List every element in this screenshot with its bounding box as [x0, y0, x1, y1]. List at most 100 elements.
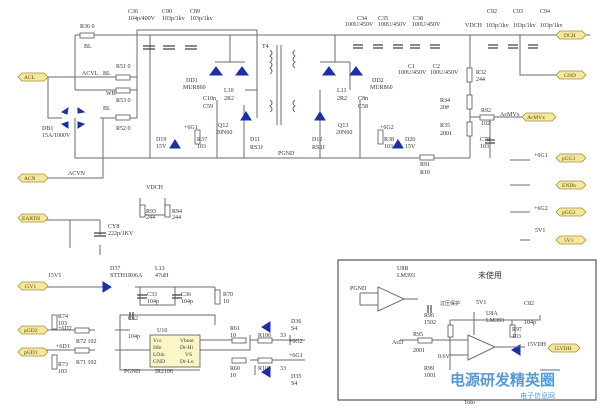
label-vdch2: VDCH	[465, 23, 483, 29]
port-pgd1[interactable]: pGD1	[17, 347, 49, 357]
label-q13: Q13	[338, 123, 348, 129]
label-r35: R35	[440, 123, 450, 129]
port-acn[interactable]: ACN	[17, 173, 49, 183]
capacitors	[94, 44, 538, 320]
transformer-t4	[269, 45, 296, 125]
label-pgnd2: PGND	[124, 369, 141, 375]
ports: ACL ACN EARTH 15V1 pGD2 pGD1 DCH GND AcM…	[17, 30, 587, 357]
label-c94v: 103p/1kv	[540, 23, 563, 29]
label-q13v: 20N60	[336, 130, 352, 136]
label-c90v: 103p/1kv	[162, 16, 185, 22]
label-c58: C8n	[358, 96, 368, 102]
label-d12: D12	[312, 137, 322, 143]
label-c59: C10n	[203, 96, 216, 102]
label-l10v: 2R2	[224, 96, 234, 102]
label-d20v: 15V	[405, 144, 416, 150]
label-d37v: STTH1R06A	[110, 273, 143, 279]
label-r91: R91	[420, 162, 430, 168]
port-5v1[interactable]: 5V1	[555, 235, 587, 245]
label-u10v: IR2106	[155, 369, 173, 375]
label-r97: R97	[512, 327, 522, 333]
label-r60: R60	[230, 366, 240, 372]
label-r71: R71 102	[76, 360, 97, 366]
port-endn[interactable]: ENDn	[555, 180, 587, 190]
label-d20: D20	[405, 137, 415, 143]
label-bl3: BL	[103, 106, 111, 112]
label-u8b: U8B	[397, 266, 408, 272]
ic-u10	[149, 334, 201, 368]
port-15v1[interactable]: 15V1	[17, 281, 49, 291]
label-q12v: 20N60	[216, 130, 232, 136]
port-earth[interactable]: EARTH	[17, 213, 49, 223]
label-c34: C34	[357, 16, 367, 22]
label-gnd: GND	[564, 73, 576, 79]
resistors	[51, 32, 495, 370]
label-bl2: BL	[103, 71, 111, 77]
label-vdch1: VDCH	[146, 185, 164, 191]
label-r60v: 10	[230, 373, 236, 379]
label-c36b: C36	[181, 292, 191, 298]
label-dd1v: MUR860	[183, 85, 206, 91]
label-c89v: 103p/1kv	[190, 16, 213, 22]
label-q12: Q12	[218, 123, 228, 129]
pin-vboot: Vboot	[180, 338, 194, 344]
label-r34: R34	[440, 98, 450, 104]
label-r96v: 1502	[424, 320, 436, 326]
label-r51: R51 0	[116, 64, 131, 70]
label-r95: R95	[413, 332, 423, 338]
label-t4: T4	[262, 44, 269, 50]
pin-drlo: Dr-Lo	[180, 359, 194, 365]
label-og1: +6G1	[289, 353, 303, 359]
label-r93v: 244	[146, 215, 155, 221]
label-acmv: AcMVx	[500, 112, 520, 118]
label-l11: L11	[337, 88, 346, 94]
label-pg_g1: pGG1	[562, 156, 576, 162]
port-acl[interactable]: ACL	[17, 72, 49, 82]
label-wb: WB	[106, 91, 116, 97]
label-unused: 未使用	[478, 270, 502, 280]
label-v5n: 5V1	[535, 228, 545, 234]
label-c38: C38	[413, 16, 423, 22]
label-d11: D11	[250, 137, 260, 143]
port-dch[interactable]: DCH	[555, 30, 587, 40]
port-gnd[interactable]: GND	[555, 70, 587, 80]
label-u8a: U8A	[486, 311, 498, 317]
label-og2: +6G2	[289, 339, 303, 345]
label-c2: C2	[433, 64, 440, 70]
label-r73: R73	[58, 362, 68, 368]
label-endn: ENDn	[562, 183, 576, 189]
pin-vs: VS	[185, 352, 192, 358]
port-15vdh[interactable]: 15VDH	[547, 343, 581, 353]
label-r95v: 2001	[413, 348, 425, 354]
label-bl1: BL	[84, 44, 92, 50]
label-pg_g2: pGG2	[562, 210, 576, 216]
label-cy8: CY8	[108, 224, 119, 230]
port-pgd2[interactable]: pGD2	[17, 325, 49, 335]
label-pg_d1: pGD1	[24, 350, 38, 356]
pin-vcc: Vcc	[153, 338, 162, 344]
label-d19v: 15V	[156, 144, 167, 150]
label-c2v: 100U/450V	[430, 70, 459, 76]
label-r70v: 10	[223, 299, 229, 305]
label-r73v: 103	[58, 369, 67, 375]
label-v15: 15V1	[24, 284, 36, 290]
label-cy8v: 222p/1KV	[108, 231, 134, 237]
label-u8av: LM393	[486, 318, 504, 324]
port-pgg1[interactable]: pGG1	[555, 153, 587, 163]
label-c82: C82	[524, 301, 534, 307]
label-fbgnd: PGND	[350, 286, 367, 292]
label-r61: R61	[230, 326, 240, 332]
label-l10: L10	[224, 88, 234, 94]
label-d36v: S4	[291, 326, 297, 332]
watermark: 电源研发精英圈 电子信息网	[450, 371, 555, 400]
label-vdh: 15VDH	[527, 342, 547, 348]
label-g2: +6G2	[380, 125, 394, 131]
port-pgg2[interactable]: pGG2	[555, 207, 587, 217]
label-c34v: 100U/450V	[345, 22, 374, 28]
label-r37: R37	[197, 137, 207, 143]
label-r34v: 20#	[440, 105, 449, 111]
port-acmvx[interactable]: AcMVx	[521, 112, 557, 122]
label-gd1: +6D1	[56, 344, 70, 350]
label-r38v: 103	[384, 144, 393, 150]
